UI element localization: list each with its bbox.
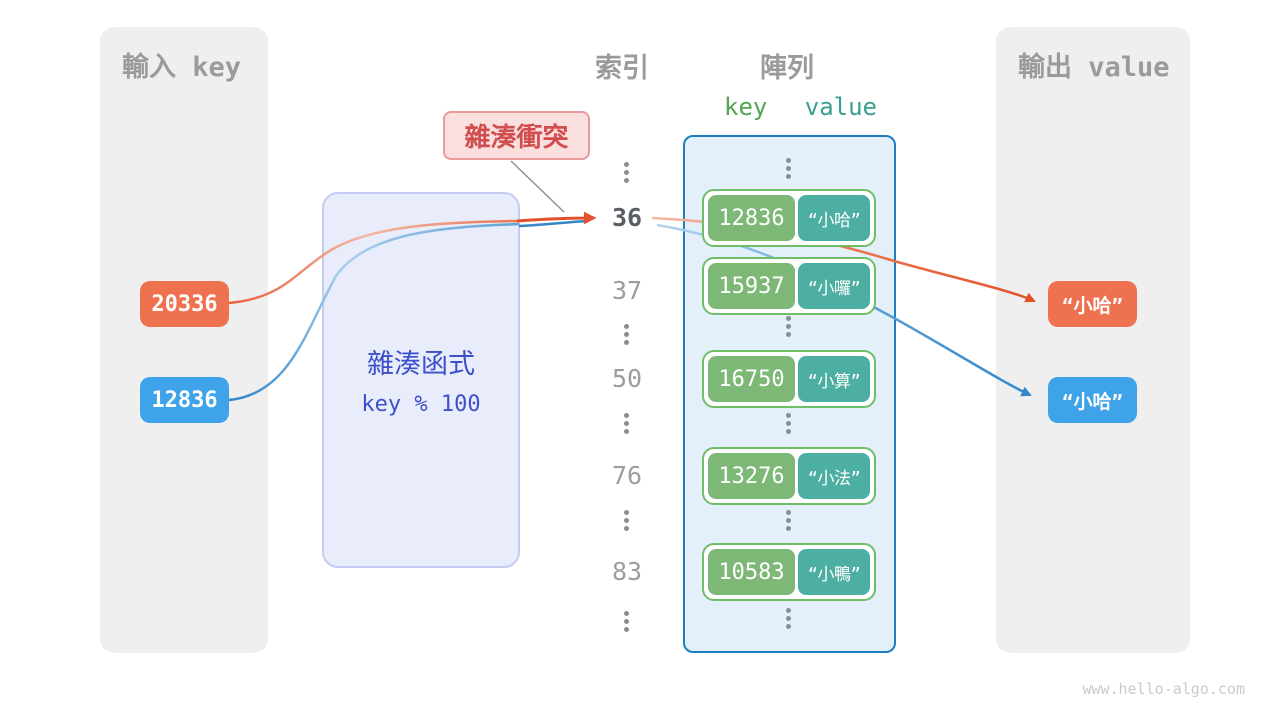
index-column-header: 索引 bbox=[595, 53, 649, 84]
bucket-key: 12836 bbox=[708, 195, 795, 241]
index-value-37: 37 bbox=[611, 276, 643, 305]
bucket-value: “小囉” bbox=[798, 263, 870, 309]
input-key-20336: 20336 bbox=[140, 281, 229, 327]
hash-function-formula: key % 100 bbox=[361, 392, 481, 417]
curve-input1-to-hash bbox=[228, 219, 520, 305]
index-value-83: 83 bbox=[611, 557, 643, 586]
bucket-key: 15937 bbox=[708, 263, 795, 309]
bucket-row: 13276 “小法” bbox=[702, 447, 876, 505]
bucket-row: 16750 “小算” bbox=[702, 350, 876, 408]
index-value-76: 76 bbox=[611, 461, 643, 490]
hash-function-box: 雜湊函式 key % 100 bbox=[322, 192, 520, 568]
bucket-value: “小哈” bbox=[798, 195, 870, 241]
array-column-header: 陣列 bbox=[760, 53, 814, 84]
index-ellipsis bbox=[624, 413, 629, 434]
bucket-row: 15937 “小囉” bbox=[702, 257, 876, 315]
array-ellipsis bbox=[786, 608, 791, 629]
watermark: www.hello-algo.com bbox=[1082, 680, 1245, 698]
bucket-row: 10583 “小鴨” bbox=[702, 543, 876, 601]
output-value-2: “小哈” bbox=[1048, 377, 1137, 423]
bucket-row: 12836 “小哈” bbox=[702, 189, 876, 247]
collision-callout-line bbox=[510, 160, 565, 213]
index-value-50: 50 bbox=[611, 364, 643, 393]
hash-function-title: 雜湊函式 bbox=[367, 349, 475, 380]
index-ellipsis bbox=[624, 162, 629, 183]
value-header-label: value bbox=[804, 93, 877, 121]
bucket-key: 16750 bbox=[708, 356, 795, 402]
array-ellipsis bbox=[786, 413, 791, 434]
index-ellipsis bbox=[624, 324, 629, 345]
arrow-blue-to-index36 bbox=[518, 219, 589, 228]
array-ellipsis bbox=[786, 510, 791, 531]
output-panel-title: 輸出 value bbox=[1018, 52, 1170, 83]
array-ellipsis bbox=[786, 316, 791, 337]
bucket-value: “小算” bbox=[798, 356, 870, 402]
key-header-label: key bbox=[724, 93, 768, 121]
output-panel: 輸出 value bbox=[996, 27, 1190, 653]
index-ellipsis bbox=[624, 611, 629, 632]
input-key-12836: 12836 bbox=[140, 377, 229, 423]
array-ellipsis bbox=[786, 158, 791, 179]
bucket-key: 10583 bbox=[708, 549, 795, 595]
curve-input2-to-hash bbox=[228, 222, 520, 402]
index-ellipsis bbox=[624, 510, 629, 531]
hash-collision-label: 雜湊衝突 bbox=[443, 111, 590, 160]
index-value-36: 36 bbox=[611, 203, 643, 232]
output-value-1: “小哈” bbox=[1048, 281, 1137, 327]
input-panel-title: 輸入 key bbox=[122, 52, 242, 83]
key-value-header: key value bbox=[724, 93, 877, 121]
input-panel: 輸入 key bbox=[100, 27, 268, 653]
bucket-key: 13276 bbox=[708, 453, 795, 499]
bucket-value: “小法” bbox=[798, 453, 870, 499]
bucket-value: “小鴨” bbox=[798, 549, 870, 595]
arrow-orange-to-index36 bbox=[516, 211, 597, 225]
